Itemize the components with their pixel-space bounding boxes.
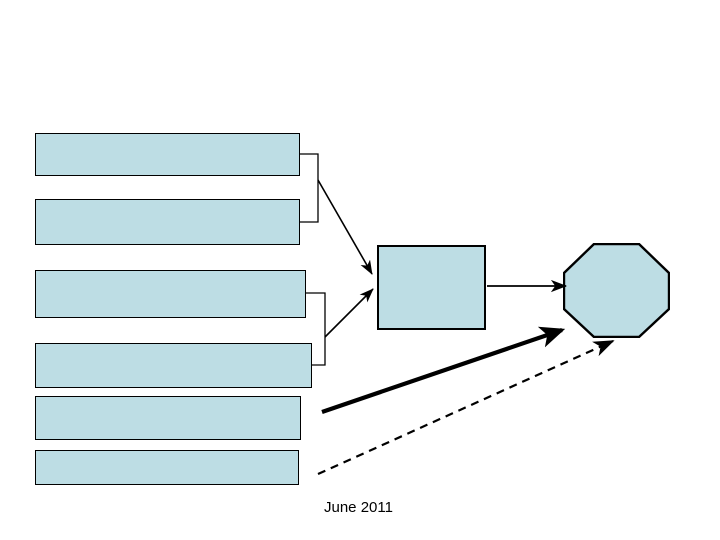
input-box-6[interactable] xyxy=(35,450,299,485)
input-box-2[interactable] xyxy=(35,199,300,245)
process-box[interactable] xyxy=(377,245,486,330)
bracket-middle xyxy=(306,292,326,366)
arrow-top-to-process xyxy=(317,179,373,275)
input-box-1[interactable] xyxy=(35,133,300,176)
input-box-3[interactable] xyxy=(35,270,306,318)
arrow-dashed-to-octagon xyxy=(317,339,615,476)
input-box-4[interactable] xyxy=(35,343,312,388)
bracket-top xyxy=(300,153,319,223)
input-box-5[interactable] xyxy=(35,396,301,440)
date-caption: June 2011 xyxy=(324,499,393,516)
arrow-thick-to-octagon xyxy=(321,326,566,414)
arrow-middle-to-process xyxy=(324,288,374,338)
